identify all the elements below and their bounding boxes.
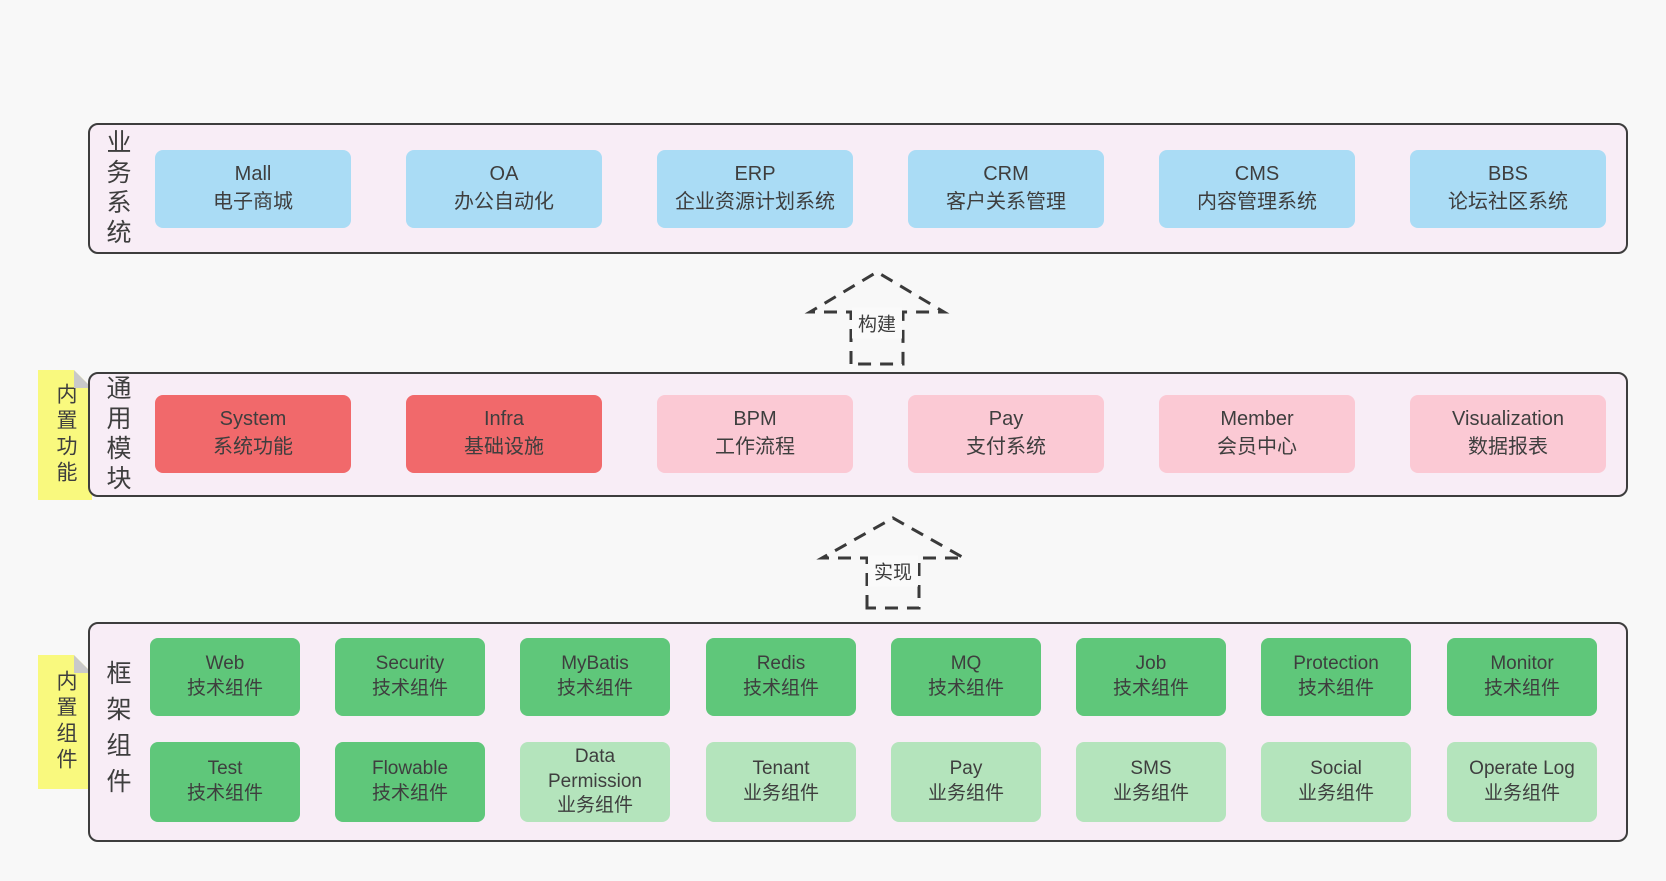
box-job-desc: 技术组件 (1112, 678, 1189, 699)
box-web-desc: 技术组件 (186, 678, 263, 699)
box-pay-module-name: Pay (988, 408, 1024, 431)
box-social-name: Social (1310, 758, 1362, 780)
box-bpm-name: BPM (733, 408, 777, 431)
box-bbs: BBS 论坛社区系统 (1410, 150, 1606, 228)
box-member-desc: 会员中心 (1217, 436, 1297, 458)
box-erp-name: ERP (734, 163, 776, 186)
box-monitor: Monitor 技术组件 (1447, 638, 1597, 716)
box-cms-name: CMS (1234, 163, 1280, 186)
box-visualization: Visualization 数据报表 (1410, 395, 1606, 473)
box-redis: Redis 技术组件 (706, 638, 856, 716)
box-mybatis-desc: 技术组件 (556, 678, 633, 699)
section-components-label: 框架组件 (103, 660, 131, 804)
box-system-desc: 系统功能 (213, 436, 293, 458)
box-mq-name: MQ (950, 653, 982, 675)
box-data-permission: Data Permission 业务组件 (520, 742, 670, 822)
box-data-permission-name: Data Permission (548, 745, 642, 792)
box-tenant-desc: 业务组件 (742, 783, 819, 804)
box-visualization-name: Visualization (1452, 408, 1564, 431)
box-sms: SMS 业务组件 (1076, 742, 1226, 822)
box-bbs-name: BBS (1487, 163, 1529, 186)
box-visualization-desc: 数据报表 (1468, 436, 1548, 458)
box-erp: ERP 企业资源计划系统 (657, 150, 853, 228)
box-member: Member 会员中心 (1159, 395, 1355, 473)
box-social: Social 业务组件 (1261, 742, 1411, 822)
box-web: Web 技术组件 (150, 638, 300, 716)
box-pay-component-desc: 业务组件 (927, 783, 1004, 804)
box-infra-name: Infra (483, 408, 525, 431)
box-crm-desc: 客户关系管理 (946, 191, 1066, 213)
panel-framework-components: 框架组件 Web 技术组件 Security 技术组件 MyBatis 技术组件… (88, 622, 1628, 842)
box-infra-desc: 基础设施 (464, 436, 544, 458)
box-flowable: Flowable 技术组件 (335, 742, 485, 822)
box-operate-log-desc: 业务组件 (1483, 783, 1560, 804)
box-operate-log-name: Operate Log (1469, 758, 1575, 780)
box-member-name: Member (1220, 408, 1294, 431)
box-pay-module: Pay 支付系统 (908, 395, 1104, 473)
box-protection-name: Protection (1293, 653, 1379, 675)
box-pay-component-name: Pay (949, 758, 983, 780)
box-tenant-name: Tenant (752, 758, 810, 780)
box-redis-name: Redis (756, 653, 806, 675)
box-system: System 系统功能 (155, 395, 351, 473)
box-cms: CMS 内容管理系统 (1159, 150, 1355, 228)
box-operate-log: Operate Log 业务组件 (1447, 742, 1597, 822)
box-security-desc: 技术组件 (371, 678, 448, 699)
box-test-name: Test (207, 758, 243, 780)
box-oa-name: OA (489, 163, 519, 186)
box-job: Job 技术组件 (1076, 638, 1226, 716)
note-built-in-functions-label: 内置功能 (54, 383, 77, 487)
box-mq: MQ 技术组件 (891, 638, 1041, 716)
box-monitor-name: Monitor (1490, 653, 1554, 675)
panel-business-systems: 业务系统 Mall 电子商城 OA 办公自动化 ERP 企业资源计划系统 CRM… (88, 123, 1628, 254)
box-protection: Protection 技术组件 (1261, 638, 1411, 716)
box-job-name: Job (1135, 653, 1167, 675)
box-sms-desc: 业务组件 (1112, 783, 1189, 804)
box-social-desc: 业务组件 (1297, 783, 1374, 804)
box-oa: OA 办公自动化 (406, 150, 602, 228)
section-business-label: 业务系统 (103, 128, 131, 249)
note-built-in-components: 内置组件 (38, 655, 92, 789)
box-crm: CRM 客户关系管理 (908, 150, 1104, 228)
box-sms-name: SMS (1130, 758, 1172, 780)
box-mybatis-name: MyBatis (561, 653, 629, 675)
section-modules-label: 通用模块 (103, 374, 131, 495)
box-pay-module-desc: 支付系统 (966, 436, 1046, 458)
panel-common-modules: 通用模块 System 系统功能 Infra 基础设施 BPM 工作流程 Pay… (88, 372, 1628, 497)
box-pay-component: Pay 业务组件 (891, 742, 1041, 822)
box-data-permission-desc: 业务组件 (556, 795, 633, 817)
note-built-in-components-label: 内置组件 (54, 670, 77, 774)
note-built-in-functions: 内置功能 (38, 370, 92, 500)
box-mall-desc: 电子商城 (213, 191, 293, 213)
box-redis-desc: 技术组件 (742, 678, 819, 699)
box-security-name: Security (375, 653, 445, 675)
box-system-name: System (219, 408, 287, 431)
box-test-desc: 技术组件 (186, 783, 263, 804)
box-protection-desc: 技术组件 (1297, 678, 1374, 699)
box-mall-name: Mall (234, 163, 272, 186)
box-flowable-desc: 技术组件 (371, 783, 448, 804)
box-oa-desc: 办公自动化 (454, 191, 554, 213)
box-mybatis: MyBatis 技术组件 (520, 638, 670, 716)
implement-arrow-label: 实现 (867, 555, 919, 587)
arrow-up-build-icon (804, 270, 950, 366)
box-bpm: BPM 工作流程 (657, 395, 853, 473)
box-erp-desc: 企业资源计划系统 (675, 191, 835, 213)
box-crm-name: CRM (983, 163, 1029, 186)
box-web-name: Web (205, 653, 245, 675)
box-tenant: Tenant 业务组件 (706, 742, 856, 822)
box-security: Security 技术组件 (335, 638, 485, 716)
build-arrow-label: 构建 (851, 307, 903, 339)
box-mq-desc: 技术组件 (927, 678, 1004, 699)
box-monitor-desc: 技术组件 (1483, 678, 1560, 699)
box-infra: Infra 基础设施 (406, 395, 602, 473)
box-test: Test 技术组件 (150, 742, 300, 822)
box-bbs-desc: 论坛社区系统 (1448, 191, 1568, 213)
box-bpm-desc: 工作流程 (715, 436, 795, 458)
box-flowable-name: Flowable (371, 758, 449, 780)
box-mall: Mall 电子商城 (155, 150, 351, 228)
box-cms-desc: 内容管理系统 (1197, 191, 1317, 213)
